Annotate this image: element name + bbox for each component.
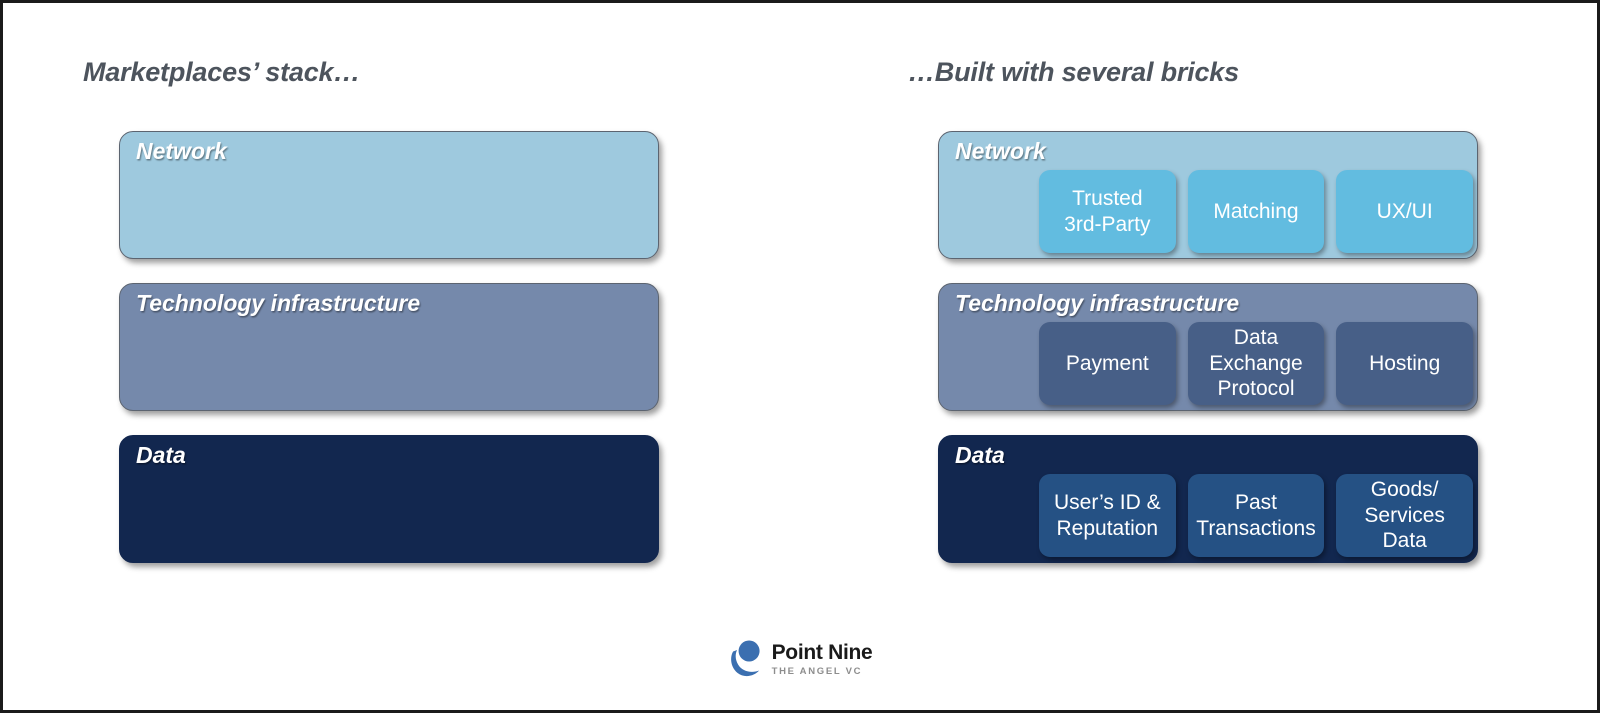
brick-line: Reputation xyxy=(1056,516,1159,540)
left-layer-technology-infrastructure: Technology infrastructure xyxy=(119,283,659,411)
logo-tagline: THE ANGEL VC xyxy=(771,665,863,677)
network-brick-group: Trusted 3rd-Party Matching UX/UI xyxy=(1038,170,1473,253)
brick-line: Payment xyxy=(1065,351,1149,375)
point-nine-logo: Point Nine THE ANGEL VC xyxy=(728,640,873,678)
left-layer-technology-infrastructure-label: Technology infrastructure xyxy=(136,290,421,316)
brick-line: UX/UI xyxy=(1376,199,1433,223)
brick-trusted-3rd-party[interactable]: Trusted 3rd-Party xyxy=(1038,170,1176,253)
brick-hosting[interactable]: Hosting xyxy=(1336,322,1473,405)
brick-line: Matching xyxy=(1213,199,1299,223)
brick-line: Trusted xyxy=(1072,186,1143,210)
brick-matching[interactable]: Matching xyxy=(1187,170,1325,253)
brick-line: User’s ID & xyxy=(1054,490,1161,514)
left-stack-column: Network Technology infrastructure Data xyxy=(119,131,659,563)
right-layer-data: Data User’s ID & Reputation Past Transac… xyxy=(938,435,1478,563)
brick-line: Protocol xyxy=(1217,377,1295,401)
right-layer-data-label: Data xyxy=(955,442,1005,468)
brick-past-transactions[interactable]: Past Transactions xyxy=(1187,474,1325,557)
brick-line: Past xyxy=(1234,490,1277,514)
brick-line: Data xyxy=(1233,326,1279,350)
brick-line: Exchange xyxy=(1209,351,1303,375)
brick-users-id-reputation[interactable]: User’s ID & Reputation xyxy=(1038,474,1176,557)
person-logo-icon xyxy=(728,640,762,678)
brick-ux-ui[interactable]: UX/UI xyxy=(1336,170,1473,253)
brick-line: Data xyxy=(1382,529,1427,553)
brick-payment[interactable]: Payment xyxy=(1038,322,1176,405)
left-column-title: Marketplaces’ stack… xyxy=(83,57,361,87)
left-layer-network-label: Network xyxy=(136,138,227,164)
brick-line: Hosting xyxy=(1369,351,1441,375)
logo-name: Point Nine xyxy=(771,640,873,664)
brick-line: Goods/ xyxy=(1370,478,1439,502)
left-layer-data: Data xyxy=(119,435,659,563)
logo-text: Point Nine THE ANGEL VC xyxy=(772,642,873,677)
right-layer-network: Network Trusted 3rd-Party Matching UX/UI xyxy=(938,131,1478,259)
data-brick-group: User’s ID & Reputation Past Transactions… xyxy=(1038,474,1473,557)
right-stack-column: Network Trusted 3rd-Party Matching UX/UI xyxy=(938,131,1478,563)
left-layer-data-label: Data xyxy=(136,442,186,468)
brick-data-exchange-protocol[interactable]: Data Exchange Protocol xyxy=(1187,322,1325,405)
right-layer-technology-infrastructure-label: Technology infrastructure xyxy=(955,290,1240,316)
brick-goods-services-data[interactable]: Goods/ Services Data xyxy=(1336,474,1473,557)
brick-line: 3rd-Party xyxy=(1064,212,1151,236)
left-layer-network: Network xyxy=(119,131,659,259)
right-column-title: …Built with several bricks xyxy=(908,57,1239,87)
right-layer-technology-infrastructure: Technology infrastructure Payment Data E… xyxy=(938,283,1478,411)
right-layer-network-label: Network xyxy=(955,138,1046,164)
technology-brick-group: Payment Data Exchange Protocol Hosting xyxy=(1038,322,1473,405)
brick-line: Transactions xyxy=(1196,516,1316,540)
brick-line: Services xyxy=(1364,503,1445,527)
